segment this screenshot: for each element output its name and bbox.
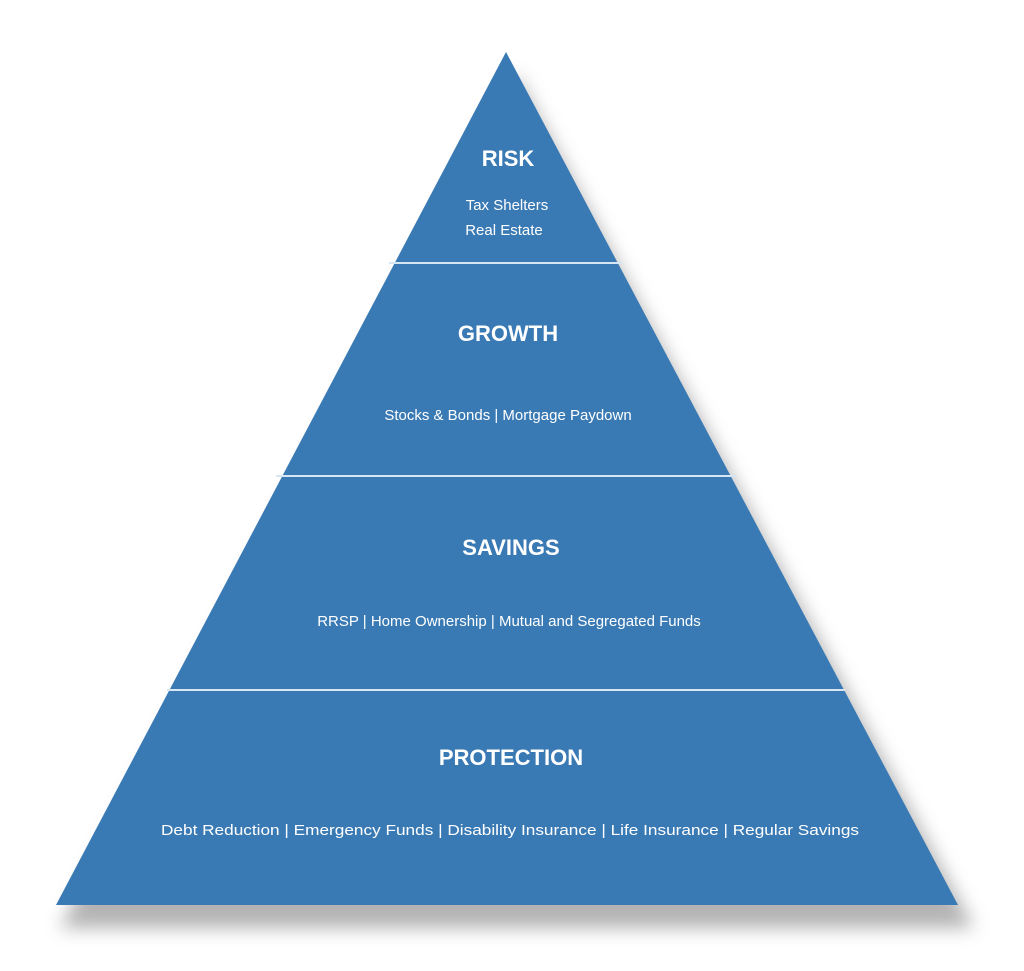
tier-title-protection: PROTECTION [439, 745, 583, 770]
tier-title-growth: GROWTH [458, 321, 558, 346]
tier-protection: PROTECTION Debt Reduction | Emergency Fu… [161, 745, 859, 839]
tier-items-savings: RRSP | Home Ownership | Mutual and Segre… [317, 613, 701, 630]
tier-savings: SAVINGS RRSP | Home Ownership | Mutual a… [317, 535, 701, 630]
pyramid-body [56, 52, 958, 905]
tier-items-growth: Stocks & Bonds | Mortgage Paydown [384, 407, 631, 424]
tier-growth: GROWTH Stocks & Bonds | Mortgage Paydown [384, 321, 631, 424]
tier-title-risk: RISK [482, 146, 535, 171]
tier-title-savings: SAVINGS [462, 535, 559, 560]
tier-item-tax-shelters: Tax Shelters [466, 197, 549, 214]
tier-item-real-estate: Real Estate [465, 222, 543, 239]
tier-items-protection: Debt Reduction | Emergency Funds | Disab… [161, 822, 859, 839]
tier-risk: RISK Tax Shelters Real Estate [465, 146, 548, 239]
